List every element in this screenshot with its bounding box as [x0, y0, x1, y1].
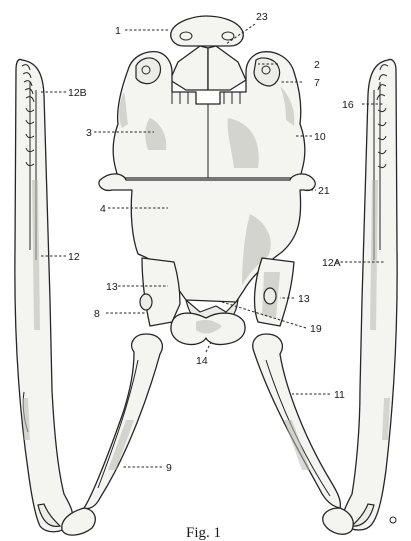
label-7: 7 — [314, 77, 320, 89]
label-14: 14 — [196, 355, 208, 367]
left-mandible — [15, 59, 73, 531]
label-1: 1 — [115, 25, 121, 37]
label-8: 8 — [94, 308, 100, 320]
label-10: 10 — [314, 131, 326, 143]
label-4: 4 — [100, 203, 106, 215]
label-9: 9 — [166, 462, 172, 474]
label-16: 16 — [342, 99, 354, 111]
label-21: 21 — [318, 185, 330, 197]
label-12: 12 — [68, 251, 80, 263]
skull — [113, 16, 305, 178]
label-12B: 12B — [68, 87, 87, 99]
label-2: 2 — [314, 59, 320, 71]
figure-caption: Fig. 1 — [186, 525, 221, 541]
label-13-right: 13 — [298, 293, 310, 305]
label-11: 11 — [334, 389, 345, 401]
label-12A: 12A — [322, 257, 341, 269]
label-3: 3 — [86, 127, 92, 139]
label-23: 23 — [256, 11, 268, 23]
right-mandible — [343, 59, 397, 530]
label-19: 19 — [310, 323, 322, 335]
left-femur — [62, 334, 163, 535]
label-13-left: 13 — [106, 281, 118, 293]
right-femur — [253, 334, 354, 534]
